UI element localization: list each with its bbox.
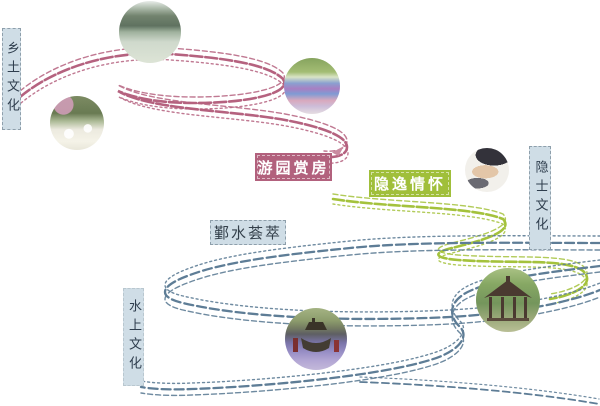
ribbon-garden-tour: 游园赏房 bbox=[255, 153, 332, 181]
seclusion-route-strand2 bbox=[332, 193, 588, 295]
ribbon-garden-tour-text: 游园赏房 bbox=[257, 158, 330, 177]
seclusion-route-main bbox=[331, 197, 589, 301]
boat-shape bbox=[293, 318, 339, 352]
label-box-local-culture: 乡土文化 bbox=[2, 28, 21, 130]
garden-pond-photo bbox=[119, 1, 181, 63]
water-route-corner-tail bbox=[359, 381, 600, 405]
label-box-yin-water: 鄞水荟萃 bbox=[210, 220, 286, 245]
dragon-boat-photo bbox=[285, 308, 347, 370]
white-tulips-photo bbox=[50, 96, 104, 150]
label-hermit-culture-text: 隐士文化 bbox=[532, 160, 548, 236]
calligraphy-photo bbox=[465, 148, 509, 192]
seclusion-route-path bbox=[331, 193, 589, 305]
water-route-upper-strand2 bbox=[164, 235, 600, 313]
flower-garden-photo bbox=[284, 58, 340, 114]
label-local-culture-text: 乡土文化 bbox=[4, 41, 19, 117]
water-route-upper-strand3 bbox=[164, 249, 600, 327]
garden-route-strand3 bbox=[20, 58, 349, 164]
label-yin-water-text: 鄞水荟萃 bbox=[213, 224, 282, 242]
pavilion-shape bbox=[484, 276, 532, 321]
water-route-corner-tail2 bbox=[359, 376, 600, 400]
pavilion-photo bbox=[476, 268, 540, 332]
ribbon-fold-icon bbox=[332, 146, 344, 156]
seclusion-route-strand3 bbox=[332, 203, 588, 305]
label-water-culture-text: 水上文化 bbox=[126, 299, 141, 375]
label-box-water-culture: 水上文化 bbox=[123, 288, 144, 386]
ribbon-seclusion-text: 隐逸情怀 bbox=[373, 175, 446, 193]
water-route-upper-main bbox=[163, 241, 600, 321]
label-box-hermit-culture: 隐士文化 bbox=[529, 146, 551, 250]
ribbon-seclusion: 隐逸情怀 bbox=[369, 170, 451, 197]
